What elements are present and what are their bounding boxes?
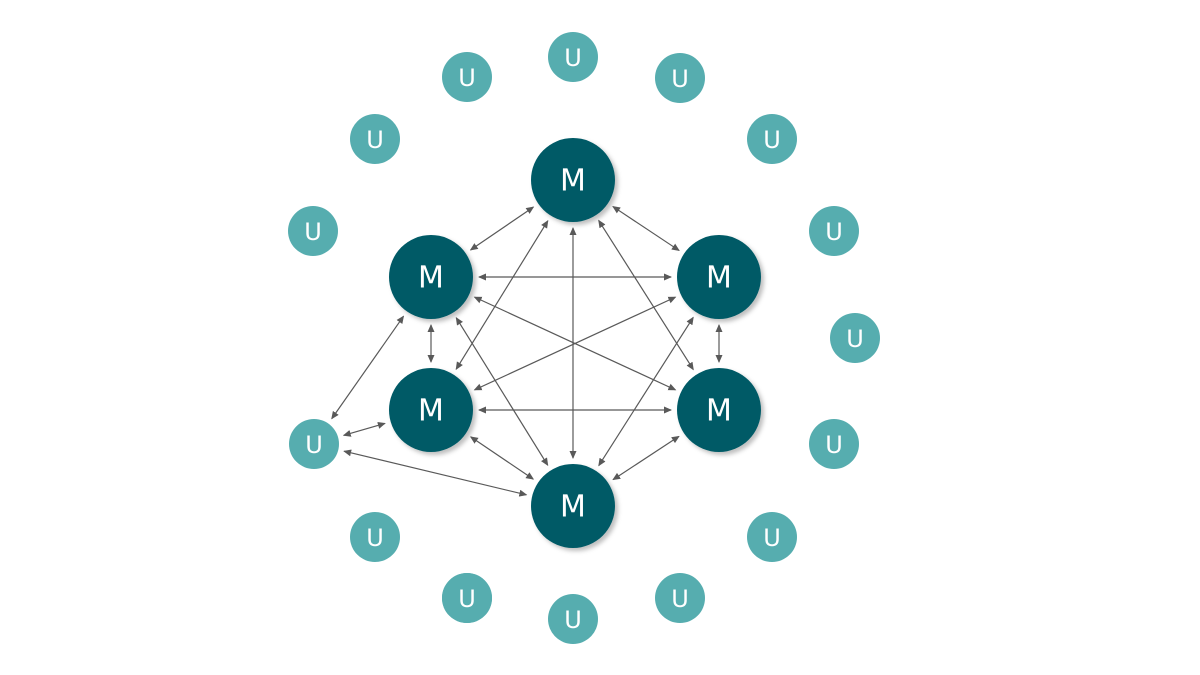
user-node-u-5: U [830, 313, 880, 363]
user-node-label: U [564, 44, 582, 72]
user-node-circle [288, 206, 338, 256]
connection-layer [331, 206, 723, 497]
user-node-u-16: U [442, 52, 492, 102]
master-node-label: M [418, 261, 444, 296]
user-node-label: U [458, 585, 476, 613]
master-node-label: M [706, 261, 732, 296]
user-node-u-11: U [442, 573, 492, 623]
user-node-u-7: U [747, 512, 797, 562]
master-node-m-bottom: M [531, 464, 615, 548]
user-node-circle [655, 53, 705, 103]
connection-m-upper-left-m-bottom [455, 316, 549, 467]
master-node-label: M [706, 394, 732, 429]
user-node-circle [350, 114, 400, 164]
user-node-label: U [763, 524, 781, 552]
master-node-m-lower-right: M [677, 368, 761, 452]
user-node-circle [442, 52, 492, 102]
user-node-label: U [564, 606, 582, 634]
user-node-layer: UUUUUUUUUUUUUUUU [288, 32, 880, 644]
connection-m-upper-right-m-bottom [598, 316, 694, 467]
user-node-u-9: U [548, 594, 598, 644]
user-node-label: U [825, 218, 843, 246]
master-node-circle [389, 235, 473, 319]
user-node-circle [442, 573, 492, 623]
user-node-u-14: U [288, 206, 338, 256]
user-node-u-6: U [809, 419, 859, 469]
master-node-circle [677, 235, 761, 319]
user-node-label: U [366, 524, 384, 552]
master-node-circle [531, 138, 615, 222]
master-node-layer: M M M M M M [389, 138, 761, 548]
master-node-circle [531, 464, 615, 548]
master-node-m-top: M [531, 138, 615, 222]
user-node-label: U [671, 65, 689, 93]
user-node-label: U [304, 218, 322, 246]
user-node-label: U [458, 64, 476, 92]
connection-m-upper-right-m-lower-left [473, 296, 677, 391]
user-node-u-3: U [747, 114, 797, 164]
master-node-label: M [418, 394, 444, 429]
user-node-u-15: U [350, 114, 400, 164]
user-node-label: U [825, 431, 843, 459]
connection-m-lower-right-m-bottom [612, 435, 680, 481]
master-node-label: M [560, 164, 586, 199]
user-node-u-2: U [655, 53, 705, 103]
master-node-m-lower-left: M [389, 368, 473, 452]
user-node-circle [548, 594, 598, 644]
user-node-circle [747, 114, 797, 164]
user-node-circle [809, 206, 859, 256]
connection-u-13-m-lower-left [342, 421, 386, 437]
user-node-label: U [763, 126, 781, 154]
master-node-m-upper-right: M [677, 235, 761, 319]
user-node-circle [350, 512, 400, 562]
user-node-label: U [671, 585, 689, 613]
user-node-circle [548, 32, 598, 82]
user-node-label: U [366, 126, 384, 154]
user-node-circle [809, 419, 859, 469]
connection-m-top-m-upper-left [469, 206, 535, 251]
connection-m-top-m-upper-right [612, 206, 680, 251]
user-node-circle [747, 512, 797, 562]
user-node-u-4: U [809, 206, 859, 256]
connection-m-top-m-lower-left [455, 219, 549, 371]
connection-m-top-m-lower-right [598, 219, 694, 371]
user-node-u-8: U [655, 573, 705, 623]
user-node-circle [655, 573, 705, 623]
master-node-m-upper-left: M [389, 235, 473, 319]
connection-u-13-m-bottom [343, 449, 528, 497]
user-node-u-13: U [289, 419, 339, 469]
master-node-circle [389, 368, 473, 452]
master-node-label: M [560, 490, 586, 525]
connection-m-lower-left-m-bottom [469, 436, 535, 480]
user-node-u-1: U [548, 32, 598, 82]
user-node-circle [289, 419, 339, 469]
user-node-u-12: U [350, 512, 400, 562]
connection-u-13-m-upper-left [331, 315, 405, 420]
master-node-circle [677, 368, 761, 452]
user-node-circle [830, 313, 880, 363]
user-node-label: U [305, 431, 323, 459]
user-node-label: U [846, 325, 864, 353]
